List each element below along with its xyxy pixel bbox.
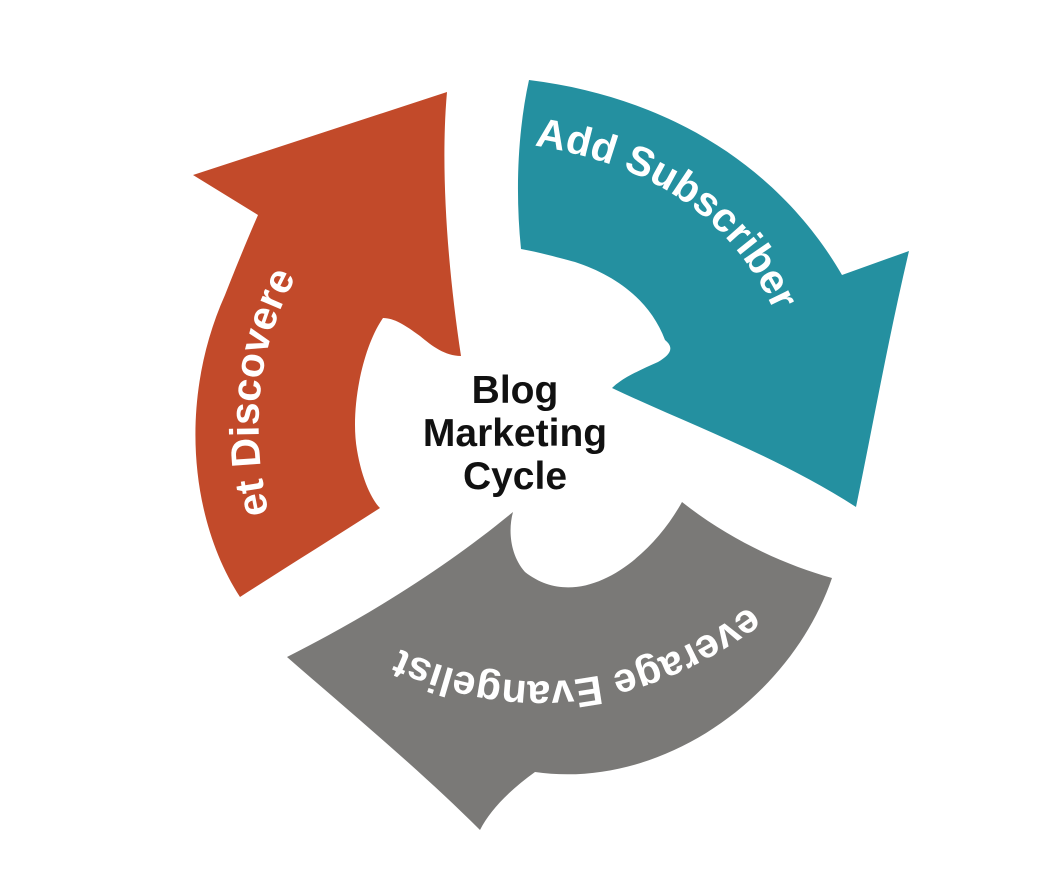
center-title-line-1: Blog xyxy=(472,369,559,412)
center-title-line-3: Cycle xyxy=(463,455,567,498)
get-discovered-arrow xyxy=(193,92,461,597)
add-subscribers-arrow xyxy=(517,80,909,507)
leverage-evangelists-arrow xyxy=(287,502,832,830)
center-title-line-2: Marketing xyxy=(423,412,607,455)
